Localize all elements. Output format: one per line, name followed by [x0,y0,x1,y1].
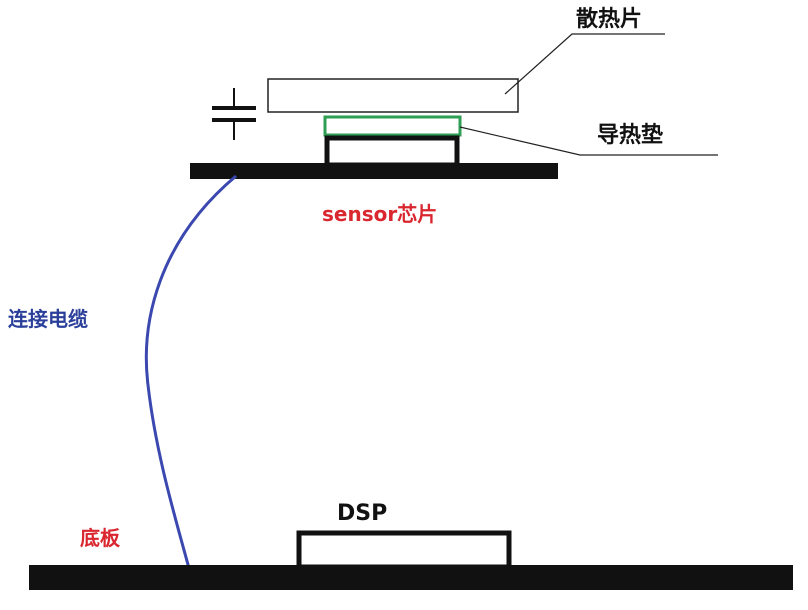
base-board-label: 底板 [80,526,121,550]
base-board [29,565,793,590]
thermal-pad [323,115,462,137]
cable-label: 连接电缆 [8,307,88,331]
connecting-cable [144,174,237,573]
sensor-board [190,163,558,179]
thermal-pad-label: 导热垫 [597,122,663,148]
dsp-chip [296,530,512,570]
dsp-label: DSP [337,501,387,526]
heat-sink-label: 散热片 [576,6,642,32]
heat-sink-leader [504,33,665,95]
thermal-pad-leader [459,126,718,156]
sensor-chip [324,135,460,168]
heat-sink [267,78,519,113]
sensor-chip-label: sensor芯片 [322,202,437,226]
